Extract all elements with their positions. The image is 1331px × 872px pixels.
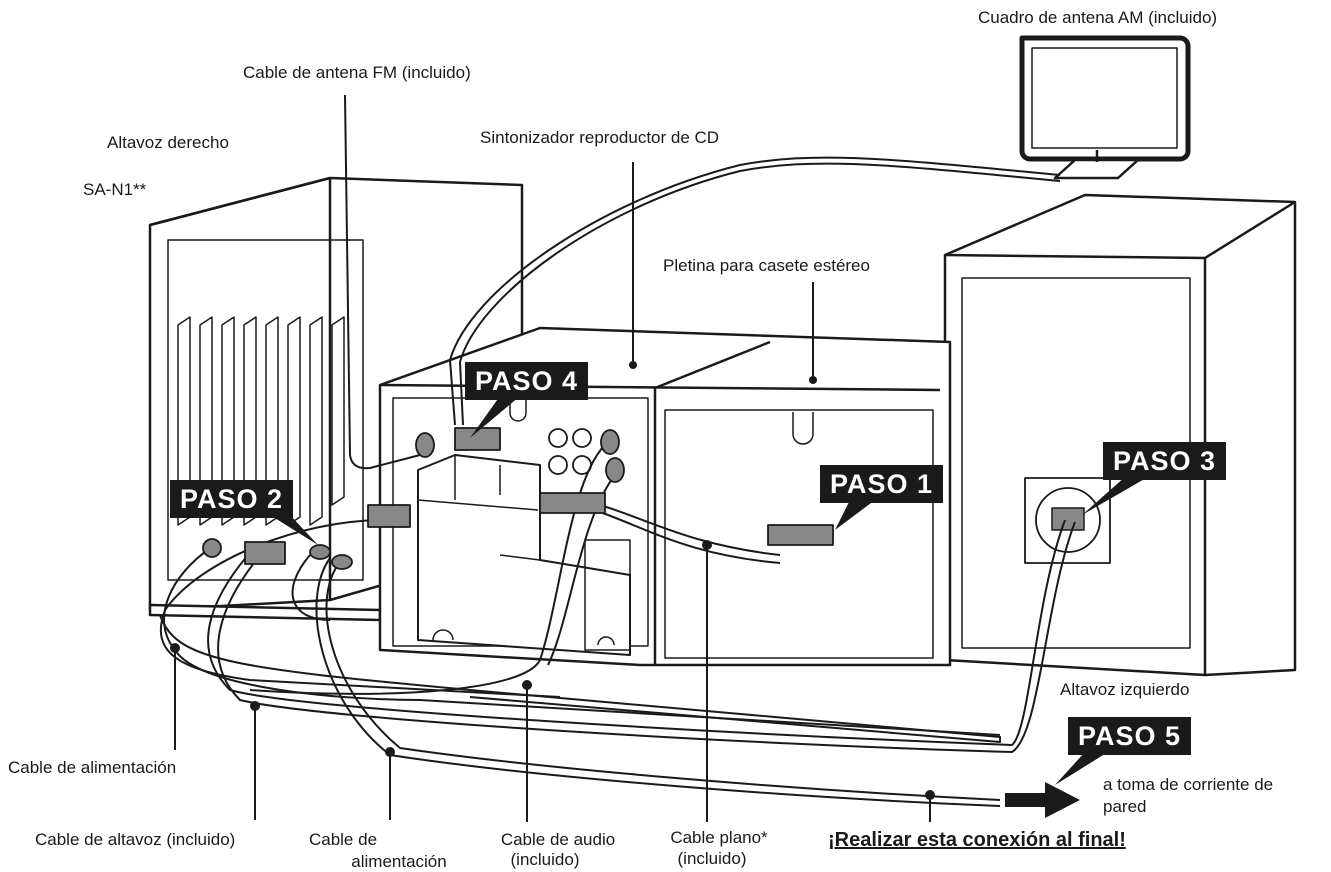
step-4-badge: PASO 4 xyxy=(465,362,589,400)
final-connection-note: ¡Realizar esta conexión al final! xyxy=(828,829,1126,851)
step-5-badge: PASO 5 xyxy=(1068,717,1192,755)
power-cable-label-line2: alimentación xyxy=(351,852,447,871)
left-speaker xyxy=(943,193,1297,677)
flat-cable-label-line1: Cable plano* xyxy=(670,828,768,847)
cassette-deck-label: Pletina para casete estéreo xyxy=(663,256,870,275)
flat-cable-label-line2: (incluido) xyxy=(677,849,747,868)
left-speaker-label: Altavoz izquierdo xyxy=(1060,680,1190,699)
right-speaker-label: Altavoz derecho xyxy=(107,133,229,152)
wall-outlet-arrow xyxy=(1005,782,1080,818)
wall-outlet-label-line2: pared xyxy=(1103,797,1147,816)
power-cable-label-line1: Cable de xyxy=(308,830,378,849)
badge-pointers xyxy=(270,396,1148,785)
am-antenna-label: Cuadro de antena AM (incluido) xyxy=(978,8,1218,27)
audio-cable-label-line2: (incluido) xyxy=(510,850,580,869)
wall-outlet-label-line1: a toma de corriente de xyxy=(1103,775,1274,794)
model-label: SA-N1** xyxy=(83,180,147,199)
speaker-cable-label: Cable de altavoz (incluido) xyxy=(35,830,236,849)
cables xyxy=(159,94,1076,807)
step-3-badge: PASO 3 xyxy=(1103,442,1227,480)
connectors xyxy=(202,427,834,570)
audio-cable-label-line1: Cable de audio xyxy=(500,830,616,849)
step-2-badge: PASO 2 xyxy=(170,480,294,518)
step-1-badge: PASO 1 xyxy=(820,465,944,503)
power-cable-label-left: Cable de alimentación xyxy=(8,758,177,777)
leader-lines xyxy=(174,162,931,822)
cd-tuner-label: Sintonizador reproductor de CD xyxy=(480,128,720,147)
main-unit xyxy=(378,326,952,667)
fm-antenna-label: Cable de antena FM (incluido) xyxy=(243,63,471,82)
am-loop-antenna xyxy=(1019,35,1191,180)
